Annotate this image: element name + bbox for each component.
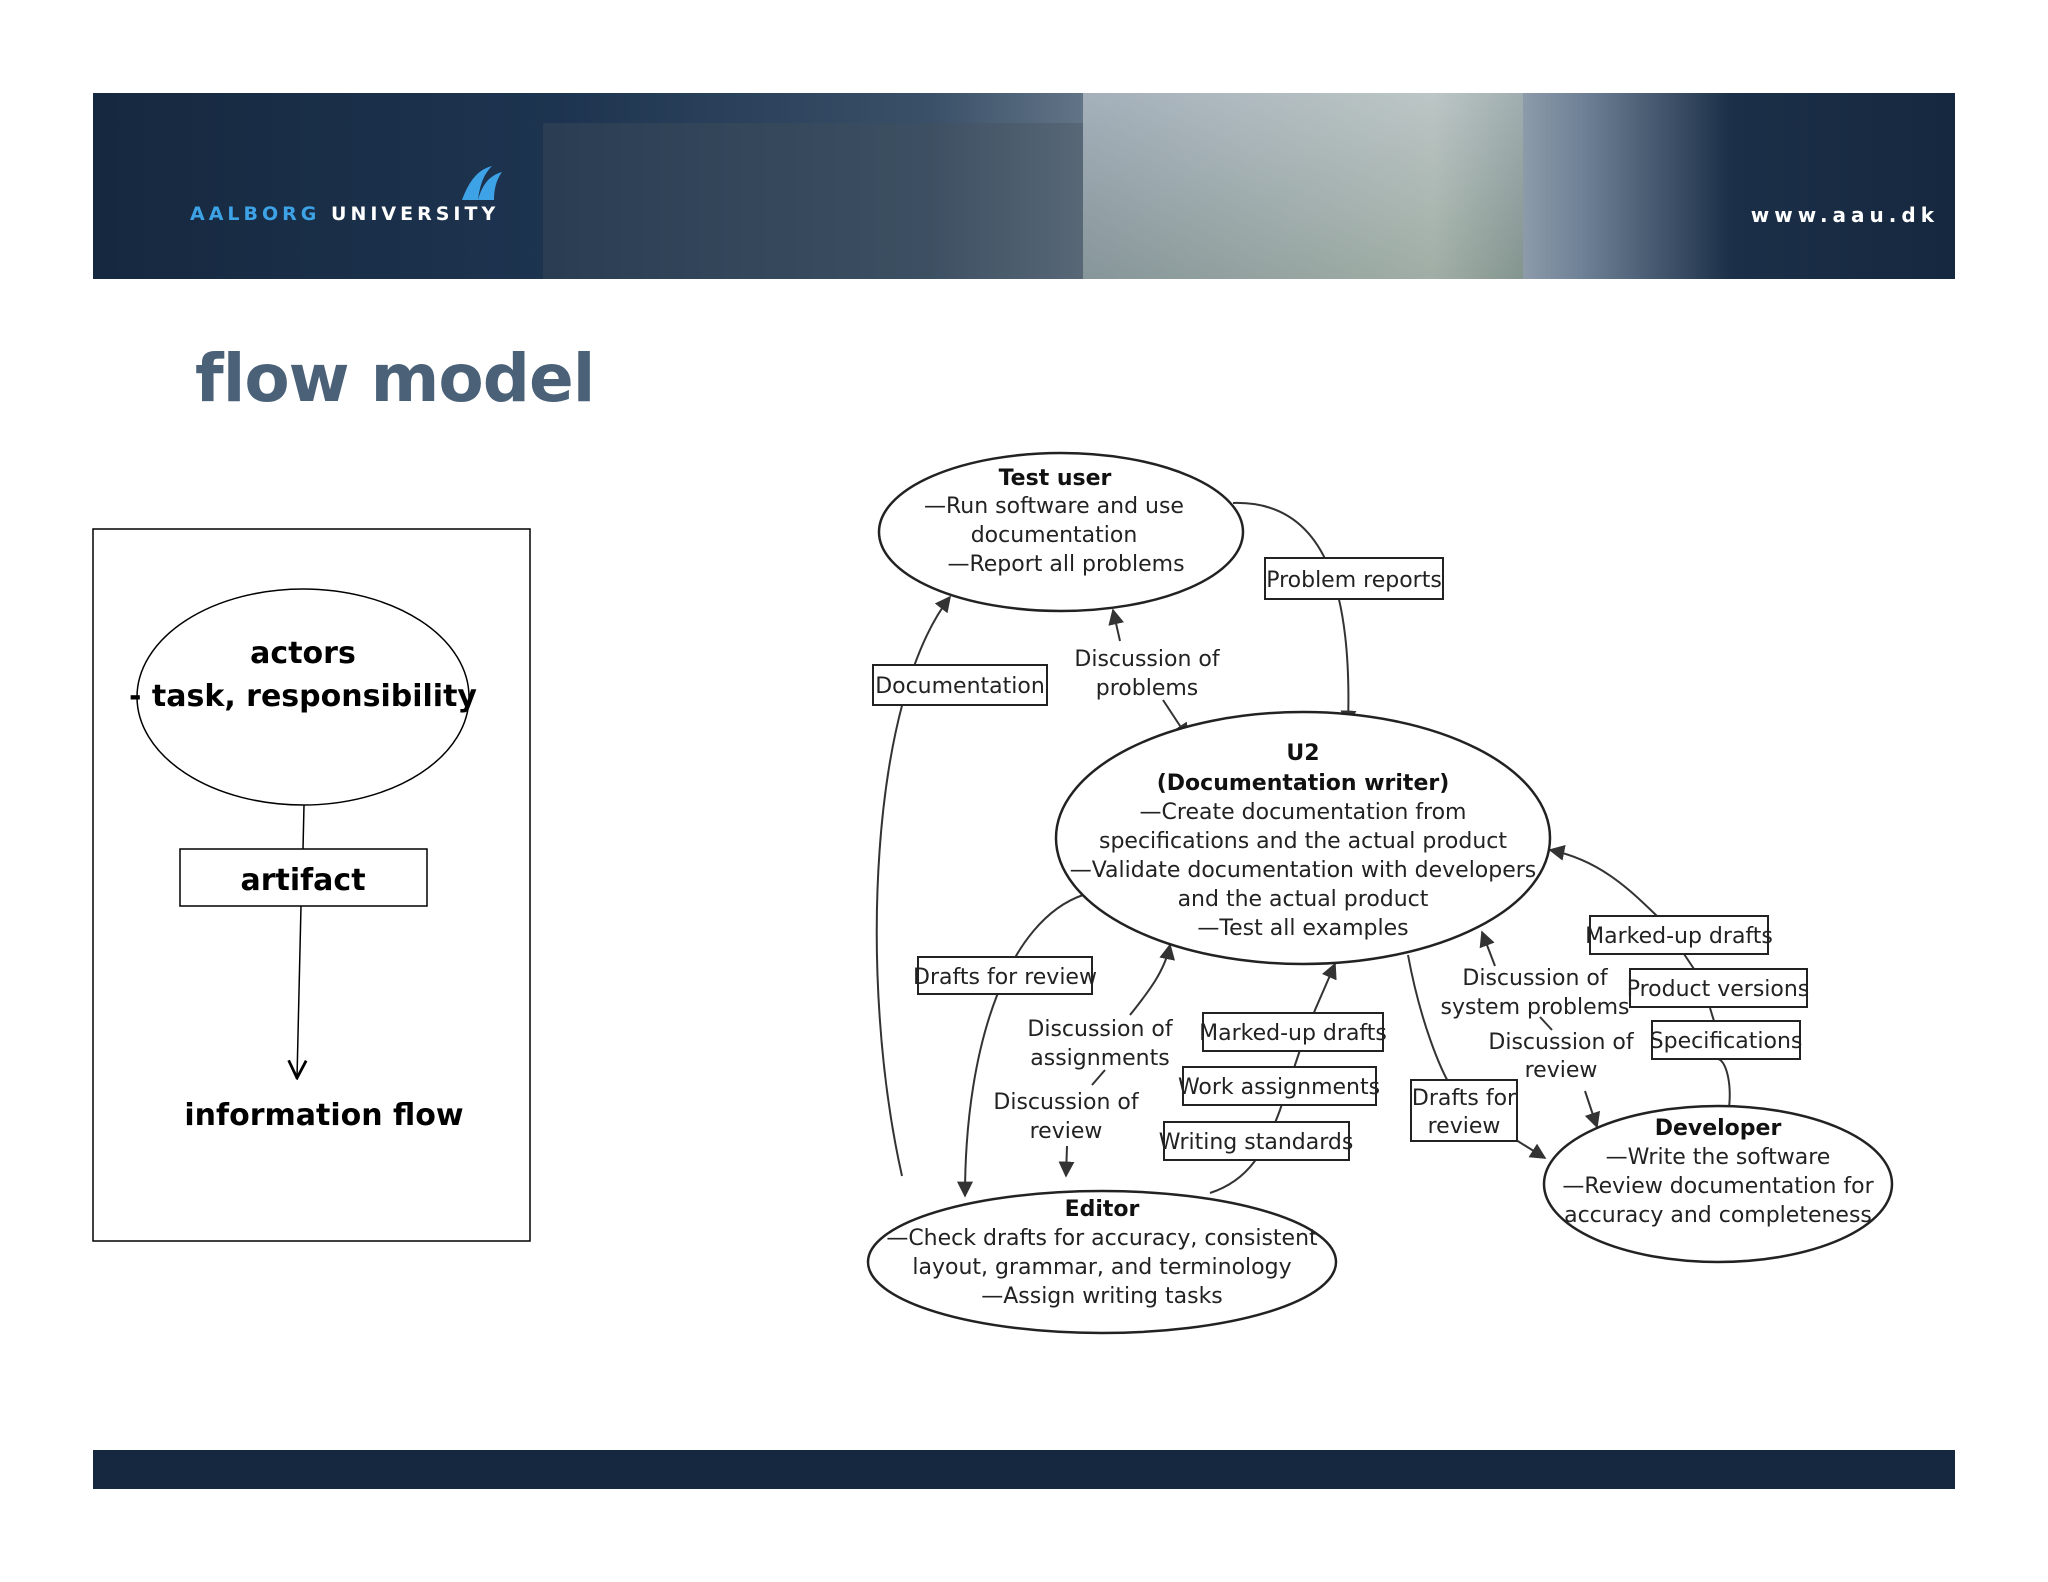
actor-u2-line-1: —Create documentation from (1140, 800, 1467, 825)
artifact-marked-up-drafts-dev-label: Marked-up drafts (1585, 924, 1773, 949)
artifact-marked-up-drafts-dev: Marked-up drafts (1585, 915, 1773, 955)
flow-discussion-assignments (1129, 943, 1176, 1016)
actor-u2: U2 (Documentation writer) —Create docume… (1054, 710, 1552, 966)
actor-developer-line-2: —Review documentation for (1562, 1174, 1874, 1199)
artifact-marked-up-drafts-editor-label: Marked-up drafts (1199, 1021, 1387, 1046)
flow-label-discussion-review-editor-2: review (1030, 1119, 1103, 1144)
actor-test-user-line-2: documentation (971, 523, 1138, 548)
artifact-work-assignments: Work assignments (1178, 1066, 1380, 1106)
university-url: www.aau.dk (1750, 203, 1939, 227)
university-logo-icon (462, 166, 502, 200)
banner-photo-building (543, 123, 1083, 279)
artifact-documentation: Documentation (872, 664, 1048, 706)
artifact-drafts-dev-label-1: Drafts for (1412, 1086, 1517, 1111)
actor-u2-subtitle: (Documentation writer) (1157, 771, 1450, 796)
legend-flow-label: information flow (184, 1098, 463, 1133)
university-brand: AALBORG UNIVERSITY (190, 203, 499, 225)
artifact-documentation-label: Documentation (875, 674, 1045, 699)
legend-artifact-label: artifact (240, 863, 365, 898)
flow-developer-product-link (1683, 953, 1695, 970)
actor-developer: Developer —Write the software —Review do… (1542, 1104, 1894, 1264)
actor-editor: Editor —Check drafts for accuracy, consi… (866, 1189, 1338, 1335)
actor-editor-line-3: —Assign writing tasks (981, 1284, 1223, 1309)
actor-editor-line-1: —Check drafts for accuracy, consistent (886, 1226, 1318, 1251)
artifact-product-versions-label: Product versions (1627, 977, 1810, 1002)
flow-label-discussion-system-1: Discussion of (1462, 966, 1608, 991)
flow-developer-to-u2 (1717, 1058, 1731, 1109)
legend-actor-label: actors (250, 636, 356, 671)
flow-discussion-review-editor-line (1091, 1069, 1106, 1086)
actor-u2-line-4: and the actual product (1178, 887, 1429, 912)
flow-discussion-review-developer (1584, 1090, 1601, 1129)
artifact-product-versions: Product versions (1627, 968, 1810, 1008)
brand-part1: AALBORG (190, 203, 321, 225)
legend-actor-sublabel: - task, responsibility (129, 679, 477, 714)
artifact-problem-reports-label: Problem reports (1266, 568, 1442, 593)
actor-u2-line-2: specifications and the actual product (1099, 829, 1507, 854)
artifact-writing-standards-label: Writing standards (1159, 1130, 1354, 1155)
artifact-drafts-for-review-label: Drafts for review (913, 965, 1097, 990)
actor-editor-name: Editor (1065, 1197, 1140, 1222)
flow-label-discussion-assignments-2: assignments (1030, 1046, 1169, 1071)
flow-drafts-for-review (957, 894, 1084, 1198)
flow-label-discussion-system-2: system problems (1440, 995, 1629, 1020)
flow-label-discussion-problems-1: Discussion of (1074, 647, 1220, 672)
actor-test-user: Test user —Run software and use document… (877, 451, 1245, 613)
legend-artifact-box (179, 848, 428, 907)
artifact-problem-reports: Problem reports (1264, 557, 1444, 600)
artifact-specifications: Specifications (1650, 1020, 1803, 1060)
flow-discussion-system-link (1539, 1016, 1553, 1031)
flow-label-discussion-review-developer-2: review (1525, 1058, 1598, 1083)
artifact-writing-standards: Writing standards (1159, 1121, 1354, 1161)
flow-drafts-to-developer-end (1515, 1139, 1547, 1159)
flow-discussion-system (1479, 930, 1496, 967)
actor-u2-line-5: —Test all examples (1197, 916, 1408, 941)
artifact-marked-up-drafts-editor: Marked-up drafts (1199, 1012, 1387, 1052)
footer-bar (93, 1450, 1955, 1489)
flow-discussion-problems-up (1108, 608, 1124, 642)
legend-actor-ellipse (136, 588, 470, 806)
actor-developer-line-1: —Write the software (1606, 1145, 1831, 1170)
flow-label-discussion-review-developer-1: Discussion of (1488, 1030, 1634, 1055)
header-banner (93, 93, 1955, 279)
flow-label-discussion-assignments-1: Discussion of (1027, 1017, 1173, 1042)
actor-u2-line-3: —Validate documentation with developers (1070, 858, 1537, 883)
artifact-work-assignments-label: Work assignments (1178, 1075, 1380, 1100)
actor-editor-line-2: layout, grammar, and terminology (912, 1255, 1291, 1280)
flow-label-discussion-problems-2: problems (1096, 676, 1199, 701)
artifact-drafts-dev-label-2: review (1428, 1114, 1501, 1139)
actor-test-user-name: Test user (999, 466, 1112, 491)
artifact-drafts-for-review: Drafts for review (913, 956, 1097, 995)
flow-documentation (875, 595, 951, 1177)
brand-part2: UNIVERSITY (331, 203, 500, 225)
actor-u2-name: U2 (1286, 741, 1319, 766)
actor-developer-name: Developer (1655, 1116, 1782, 1141)
actor-developer-line-3: accuracy and completeness (1564, 1203, 1872, 1228)
actor-test-user-line-1: —Run software and use (924, 494, 1184, 519)
legend-connector (302, 804, 305, 850)
actor-test-user-line-3: —Report all problems (947, 552, 1184, 577)
flow-discussion-review-editor (1058, 1145, 1075, 1178)
artifact-drafts-for-review-developer: Drafts for review (1410, 1079, 1518, 1142)
banner-photo-glass-roof (1083, 93, 1523, 279)
slide-title: flow model (195, 340, 595, 417)
legend-flow-arrow (297, 905, 301, 1078)
flow-problem-reports (1232, 501, 1357, 727)
flow-developer-marked-up (1548, 844, 1658, 917)
flow-developer-specs-link (1709, 1007, 1715, 1022)
artifact-specifications-label: Specifications (1650, 1029, 1803, 1054)
flow-label-discussion-review-editor-1: Discussion of (993, 1090, 1139, 1115)
legend-box (92, 528, 531, 1242)
flow-drafts-to-developer (1407, 954, 1454, 1091)
